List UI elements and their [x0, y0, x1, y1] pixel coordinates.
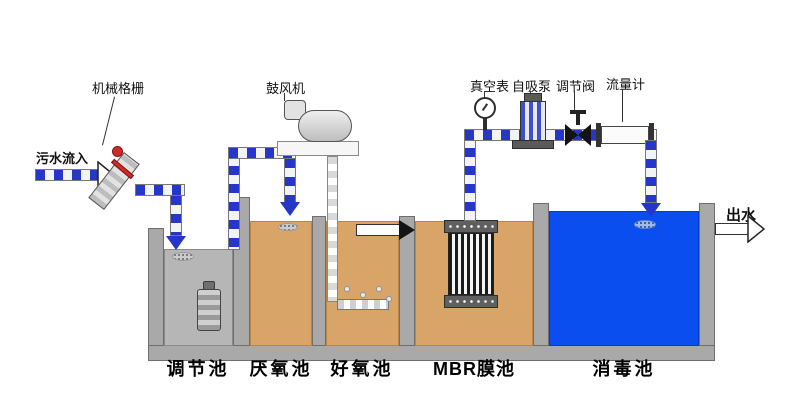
- regulation-inlet-drop-pipe: [170, 195, 182, 236]
- regulation-riser-pipe: [228, 147, 240, 250]
- permeate-riser-pipe: [464, 129, 476, 221]
- tank-label-regulation: 调节池: [166, 359, 230, 379]
- pump-base: [512, 140, 554, 149]
- vacuum-gauge-label: 真空表: [470, 79, 510, 94]
- blower-label: 鼓风机: [266, 81, 306, 96]
- control-valve: [565, 124, 591, 146]
- wall-anaerobic-aerobic: [312, 216, 326, 346]
- vacuum-gauge-stem: [483, 118, 487, 130]
- air-bubble: [360, 292, 366, 298]
- flow-meter-flange-right: [649, 123, 654, 147]
- disinfection-inlet-arrow-icon: [641, 203, 661, 217]
- membrane-bottom-header: [444, 295, 498, 308]
- blower-motor: [284, 100, 306, 120]
- regulation-inlet-arrow-icon: [166, 236, 186, 250]
- control-valve-label: 调节阀: [556, 79, 596, 94]
- flow-meter-label: 流量计: [606, 77, 646, 92]
- anaerobic-tank-water: [250, 221, 312, 346]
- anaerobic-surface-diffuser: [278, 223, 298, 231]
- tank-label-anaerobic: 厌氧池: [249, 359, 313, 379]
- disinfection-drop-pipe: [645, 140, 657, 203]
- air-bubble: [376, 286, 382, 292]
- membrane-top-header: [444, 220, 498, 233]
- aerator-pipe: [337, 299, 389, 310]
- disinfection-tank-water: [549, 211, 699, 346]
- flow-meter: [601, 126, 649, 144]
- flow-meter-pointer: [622, 89, 623, 122]
- flow-meter-flange-left: [596, 123, 601, 147]
- wall-aerobic-mbr: [399, 216, 415, 346]
- vacuum-gauge: [474, 97, 496, 119]
- disinfection-surface-diffuser: [634, 220, 656, 229]
- transfer-arrow-icon: [399, 220, 415, 240]
- screen-motor-icon: [112, 146, 123, 157]
- tank-label-mbr: MBR膜池: [433, 359, 515, 379]
- outflow-arrow-icon: [747, 215, 765, 243]
- air-bubble: [344, 286, 350, 292]
- anaerobic-drop-pipe: [284, 158, 296, 203]
- inflow-label: 污水流入: [36, 151, 89, 166]
- tank-label-aerobic: 好氧池: [330, 359, 394, 379]
- membrane-module: [448, 233, 494, 295]
- aerobic-tank-water: [326, 221, 399, 346]
- blower-platform: [277, 141, 359, 156]
- air-bubble: [386, 296, 392, 302]
- regulation-surface-diffuser: [172, 252, 194, 261]
- screen-label: 机械格栅: [92, 81, 145, 96]
- screen-pointer-line: [101, 96, 116, 146]
- outflow-pipe: [715, 223, 749, 235]
- wall-mbr-disinfection: [533, 203, 549, 346]
- self-priming-pump: [520, 101, 546, 142]
- wall-left: [148, 228, 164, 346]
- anaerobic-inlet-arrow-icon: [280, 202, 300, 216]
- vacuum-gauge-pointer: [484, 91, 485, 98]
- valve-pointer: [574, 91, 575, 111]
- submersible-pump: [197, 289, 221, 331]
- valve-stem: [576, 113, 580, 125]
- screen-outlet-pipe: [135, 184, 185, 196]
- transfer-pipe: [356, 224, 400, 236]
- self-priming-pump-label: 自吸泵: [512, 79, 552, 94]
- blower-pointer-line: [284, 93, 285, 101]
- inflow-pipe: [35, 169, 99, 181]
- blower-body: [298, 110, 352, 142]
- wall-right: [699, 203, 715, 346]
- air-down-pipe: [327, 156, 338, 302]
- tank-label-disinfection: 消毒池: [592, 359, 656, 379]
- valve-handle: [570, 110, 586, 114]
